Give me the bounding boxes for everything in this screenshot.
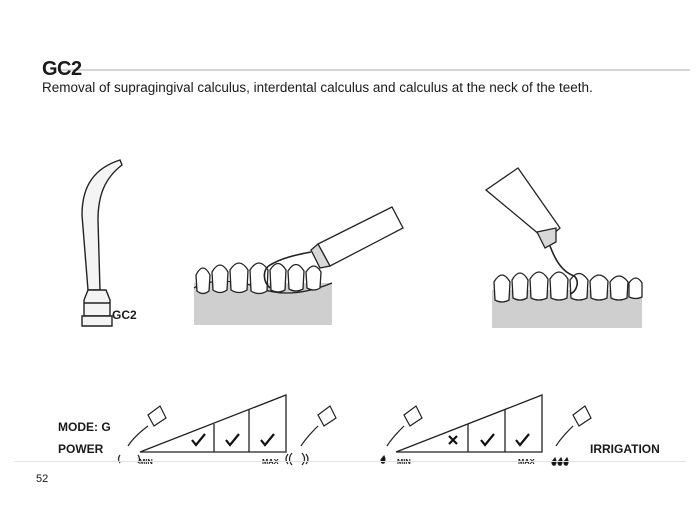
power-level-scale xyxy=(139,394,287,453)
side-teeth-scaling-illustration xyxy=(484,167,643,328)
handpiece-max-power-icon xyxy=(285,405,337,466)
handpiece-min-irrigation-icon xyxy=(380,405,423,464)
power-level-3-check-icon xyxy=(260,433,275,447)
irrigation-level-1-cross-icon xyxy=(448,435,458,445)
page-number: 52 xyxy=(36,473,49,485)
irrigation-level-3-check-icon xyxy=(515,433,530,447)
power-level-1-check-icon xyxy=(191,433,206,447)
mode-label: MODE: G xyxy=(58,420,111,434)
front-teeth-scaling-illustration xyxy=(193,206,404,325)
footer-rule xyxy=(14,461,686,462)
tip-illustration xyxy=(81,159,123,327)
tip-code-title: GC2 xyxy=(42,58,82,80)
irrigation-level-scale xyxy=(395,394,543,453)
handpiece-min-power-icon xyxy=(117,405,167,464)
power-label: POWER xyxy=(58,442,104,456)
tip-label: GC2 xyxy=(112,308,137,322)
power-level-2-check-icon xyxy=(225,433,240,447)
header-rule xyxy=(58,69,690,71)
irrigation-level-2-check-icon xyxy=(480,433,495,447)
handpiece-max-irrigation-icon xyxy=(551,405,592,466)
tip-description: Removal of supragingival calculus, inter… xyxy=(42,80,593,95)
irrigation-label: IRRIGATION xyxy=(590,442,660,456)
